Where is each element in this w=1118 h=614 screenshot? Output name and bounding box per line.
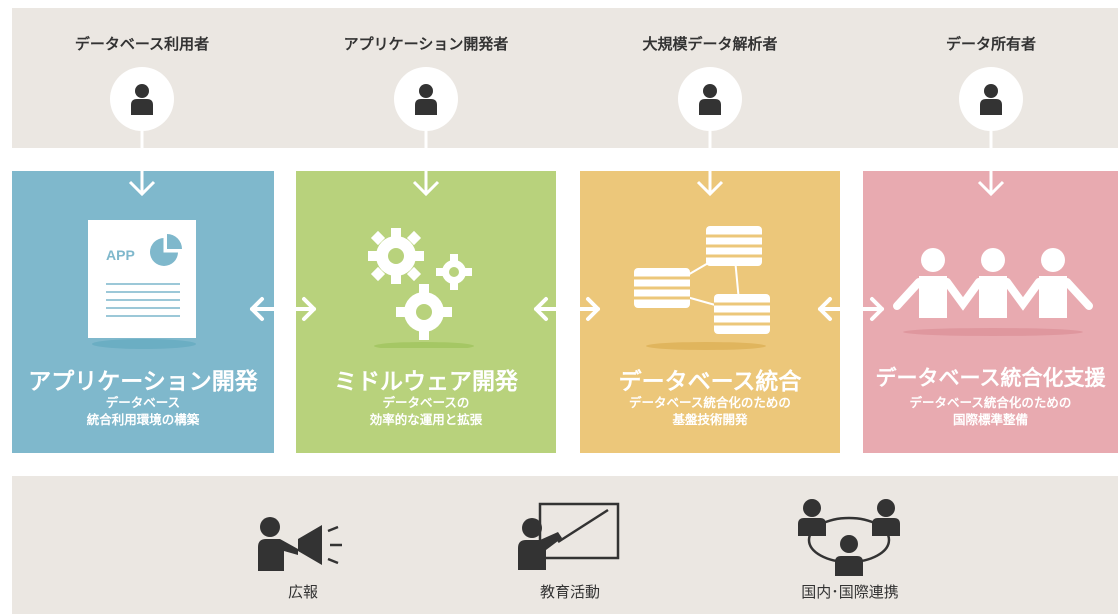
data-owner-avatar [959, 67, 1023, 131]
panel-sub-middleware-2: 効率的な運用と拡張 [369, 412, 483, 427]
person-icon [980, 84, 1002, 115]
roles-band [12, 8, 1118, 148]
panel-title-db-support: データベース統合化支援 [875, 366, 1106, 390]
panel-sub-middleware-1: データベースの [382, 395, 470, 410]
app-icon-label: APP [106, 247, 135, 263]
panel-db-integration [580, 171, 840, 453]
label-publicity: 広報 [287, 583, 318, 601]
panel-title-app-dev: アプリケーション開発 [28, 369, 258, 395]
panel-title-db-integration: データベース統合 [618, 369, 802, 395]
role-label-app-developer: アプリケーション開発者 [343, 35, 509, 53]
activities-band [12, 476, 1118, 614]
panel-sub-app-dev-2: 統合利用環境の構築 [86, 412, 200, 427]
megaphone-icon [258, 517, 342, 571]
panel-sub-db-integration-1: データベース統合化のための [629, 395, 791, 410]
label-education: 教育活動 [539, 583, 600, 601]
network-people-icon [798, 499, 900, 576]
panel-sub-app-dev-1: データベース [105, 395, 181, 410]
person-icon [131, 84, 153, 115]
person-icon [699, 84, 721, 115]
teaching-icon [518, 502, 620, 570]
panel-title-middleware: ミドルウェア開発 [334, 369, 518, 395]
gears-icon [368, 228, 474, 348]
app-developer-avatar [394, 67, 458, 131]
label-collaboration: 国内･国際連携 [801, 583, 899, 601]
role-label-data-analyst: 大規模データ解析者 [642, 35, 778, 53]
app-document-icon: APP [88, 220, 196, 349]
data-analyst-avatar [678, 67, 742, 131]
panel-sub-db-support-2: 国際標準整備 [952, 412, 1028, 427]
panel-sub-db-integration-2: 基盤技術開発 [672, 412, 748, 427]
db-user-avatar [110, 67, 174, 131]
role-label-data-owner: データ所有者 [945, 35, 1036, 53]
panel-sub-db-support-1: データベース統合化のための [909, 395, 1072, 410]
databases-icon [634, 226, 770, 350]
person-icon [415, 84, 437, 115]
people-holding-hands-icon [893, 248, 1093, 336]
role-label-db-user: データベース利用者 [74, 35, 210, 53]
